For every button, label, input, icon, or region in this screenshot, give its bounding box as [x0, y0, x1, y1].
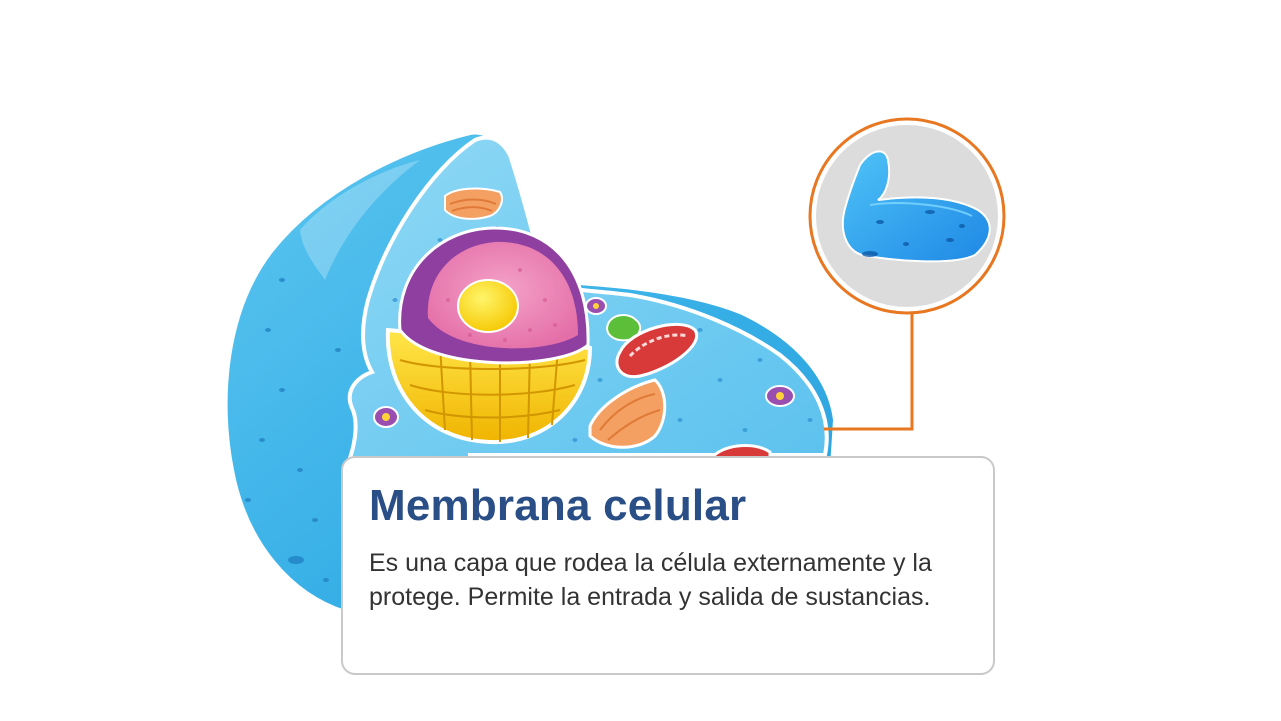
golgi-apparatus-icon — [444, 187, 503, 220]
membrane-fragment-icon — [841, 150, 991, 263]
info-card: Membrana celular Es una capa que rodea l… — [341, 456, 995, 675]
vesicle-icon — [765, 385, 795, 407]
info-card-title: Membrana celular — [369, 481, 747, 530]
golgi-apparatus-icon — [588, 378, 667, 449]
mitochondrion-icon — [709, 444, 772, 460]
vesicle-icon — [585, 297, 607, 315]
info-card-description: Es una capa que rodea la célula externam… — [369, 549, 932, 611]
mitochondrion-icon — [615, 322, 699, 379]
cytoplasm-dots — [245, 278, 341, 582]
vesicle-icon — [373, 406, 399, 428]
lysosome-icon — [606, 314, 642, 342]
nucleolus-icon — [457, 279, 519, 333]
callout-connector-line — [824, 312, 914, 431]
